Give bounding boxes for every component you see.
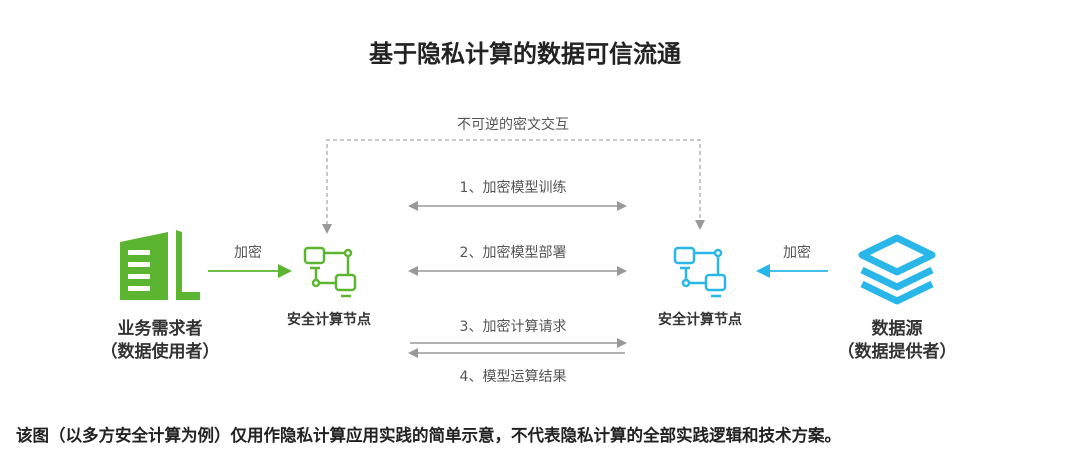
step-2-label: 2、加密模型部署 — [459, 245, 567, 261]
left-actor-sub: （数据使用者） — [100, 342, 220, 362]
database-layers-icon — [858, 234, 936, 305]
step-4-label: 4、模型运算结果 — [459, 369, 567, 385]
left-actor: 业务需求者 （数据使用者） — [101, 318, 220, 364]
dashed-label: 不可逆的密文交互 — [457, 117, 569, 133]
building-icon — [120, 230, 200, 300]
left-encrypt-label: 加密 — [234, 245, 262, 261]
right-node-label: 安全计算节点 — [658, 312, 742, 328]
footer-note: 该图（以多方安全计算为例）仅用作隐私计算应用实践的简单示意，不代表隐私计算的全部… — [16, 426, 841, 445]
right-encrypt-label: 加密 — [783, 245, 811, 261]
left-node-label: 安全计算节点 — [287, 312, 371, 328]
compute-node-icon — [303, 246, 357, 298]
left-actor-name: 业务需求者 — [117, 319, 203, 339]
step-1-label: 1、加密模型训练 — [459, 180, 567, 196]
right-actor: 数据源 （数据提供者） — [838, 318, 957, 364]
right-actor-name: 数据源 — [871, 319, 923, 339]
compute-node-icon — [673, 246, 727, 298]
right-actor-sub: （数据提供者） — [837, 342, 957, 362]
dashed-connector — [326, 139, 705, 232]
step-3-label: 3、加密计算请求 — [459, 319, 567, 335]
page-title: 基于隐私计算的数据可信流通 — [369, 40, 681, 68]
